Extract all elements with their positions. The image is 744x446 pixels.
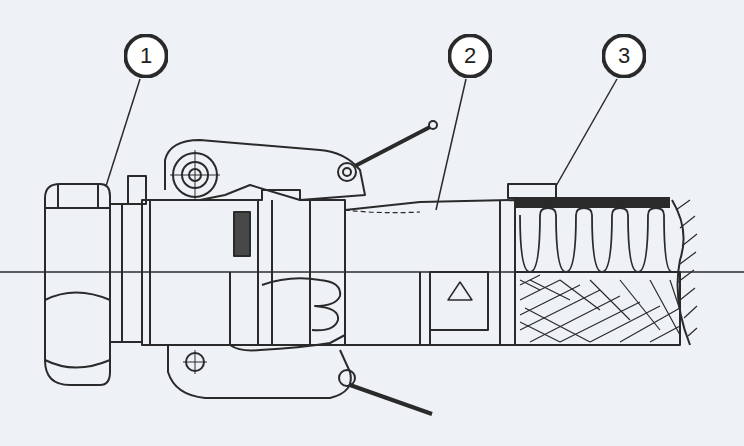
callout-number: 3 — [618, 45, 630, 67]
callout-number: 1 — [140, 45, 152, 67]
callout-number: 2 — [464, 45, 476, 67]
callout-circle: 3 — [602, 34, 646, 78]
callout-circle: 1 — [124, 34, 168, 78]
callout-circle: 2 — [448, 34, 492, 78]
